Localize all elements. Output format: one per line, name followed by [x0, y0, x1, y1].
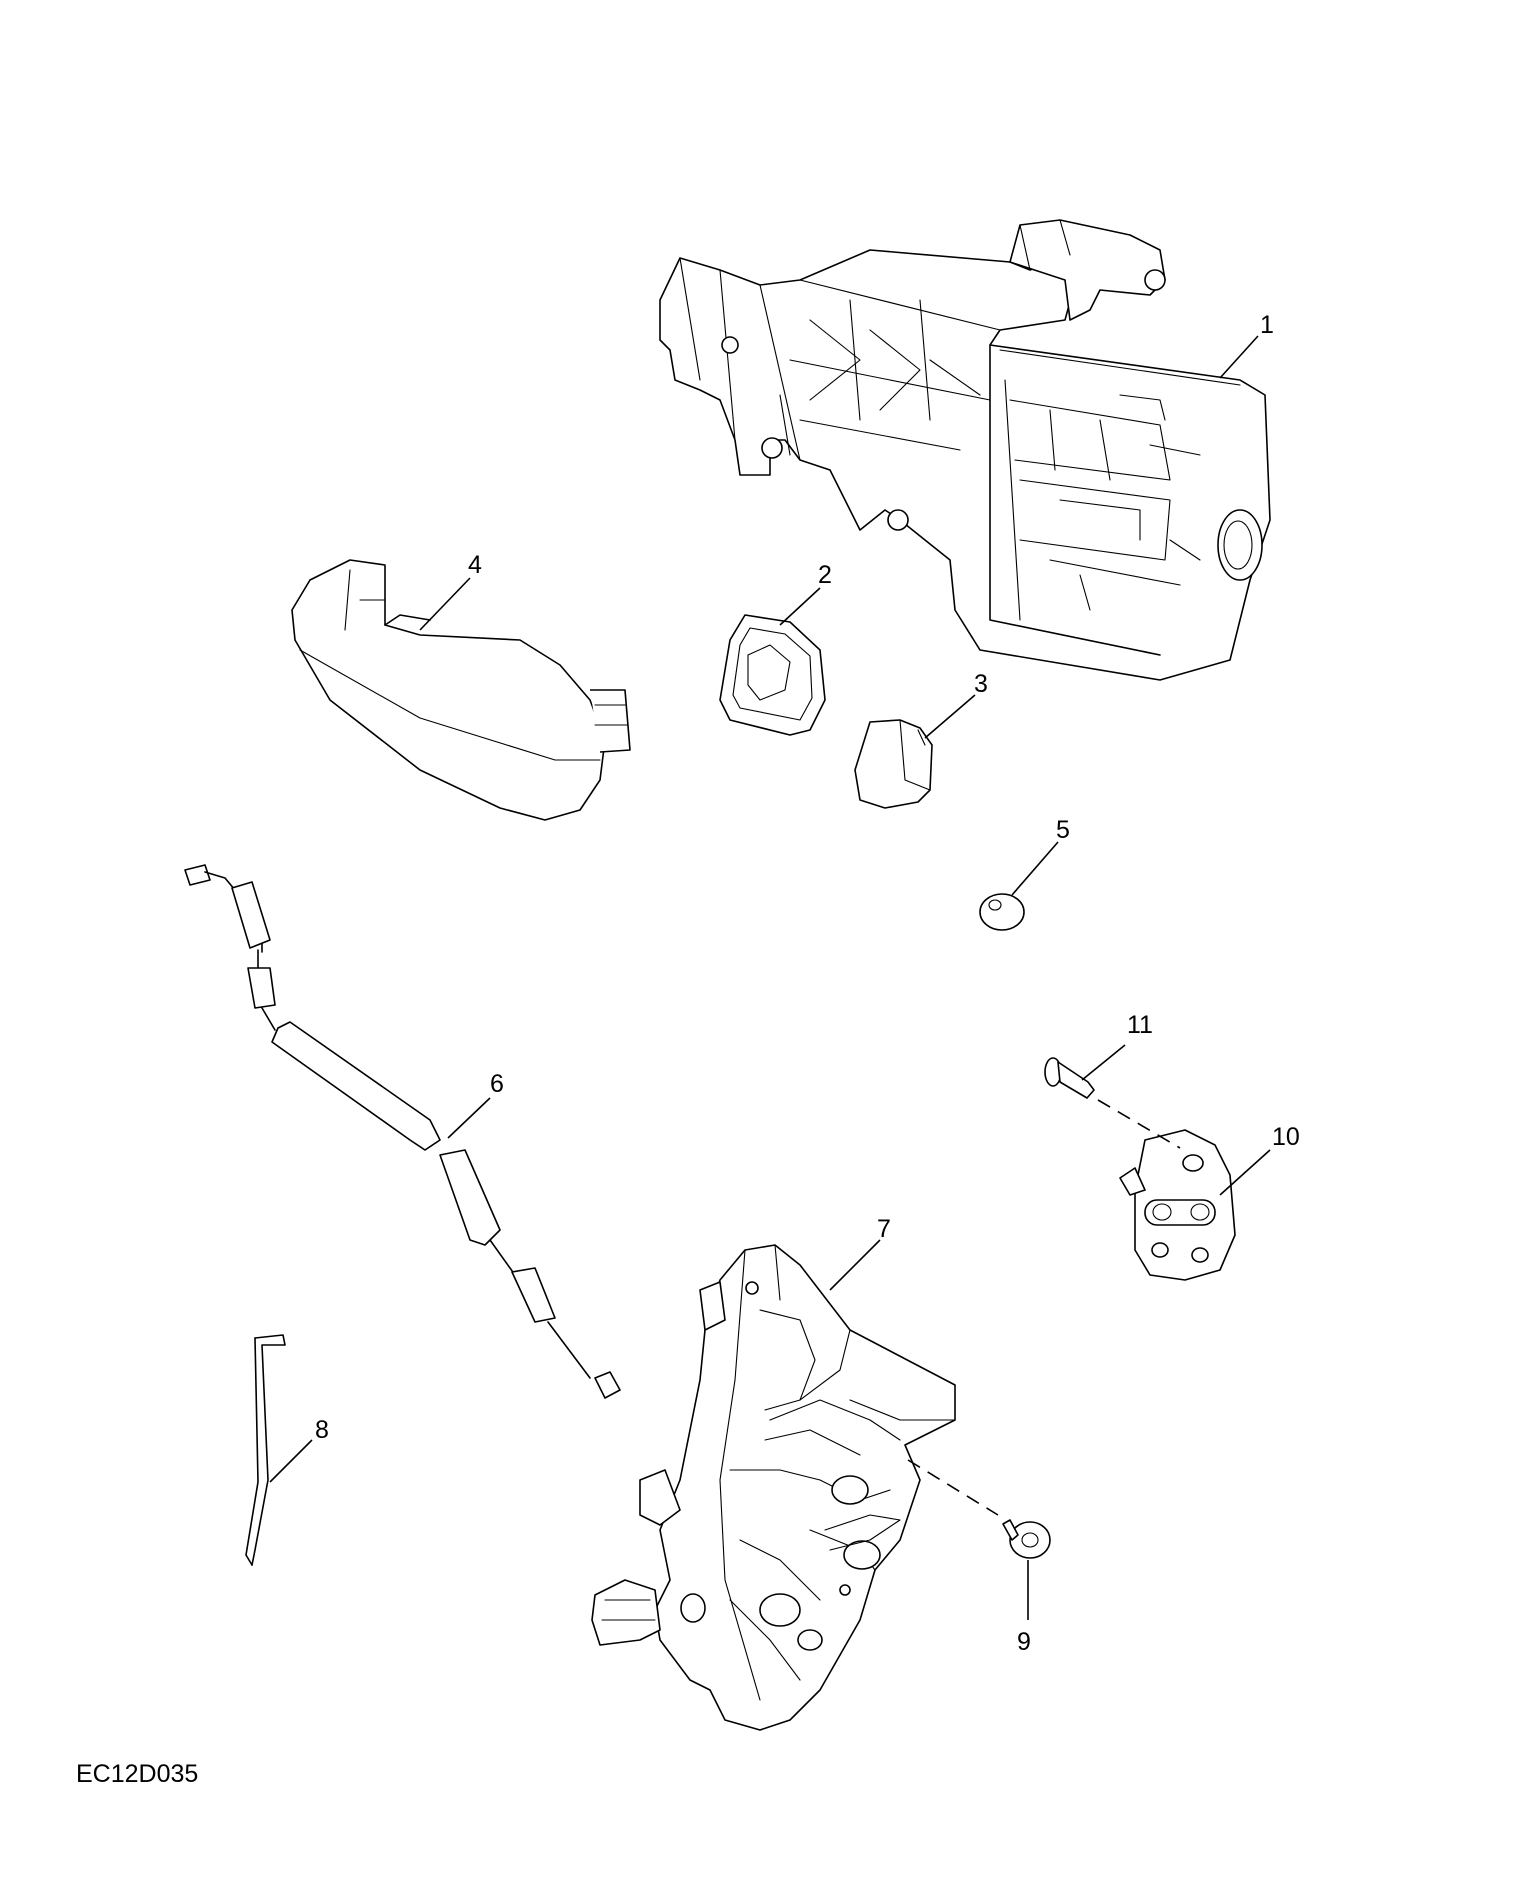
callout-3-label: 3 — [974, 670, 988, 698]
reference-code: EC12D035 — [76, 1760, 199, 1788]
callout-10-label: 10 — [1272, 1123, 1300, 1151]
callout-4: 4 — [419, 551, 482, 631]
callout-11-label: 11 — [1127, 1011, 1153, 1039]
part-11-screw — [1044, 1057, 1095, 1099]
bolt-9-assembly-line — [907, 1459, 999, 1516]
part-7-latch-assembly — [591, 1244, 956, 1731]
part-6-release-cable — [184, 864, 621, 1399]
callout-3: 3 — [924, 670, 988, 739]
callout-10: 10 — [1219, 1123, 1300, 1196]
callout-7-label: 7 — [877, 1215, 891, 1243]
part-5-plug — [979, 893, 1025, 931]
callout-4-label: 4 — [468, 551, 482, 579]
callout-11: 11 — [1081, 1011, 1153, 1081]
part-4-exterior-handle — [291, 559, 631, 821]
callout-6-label: 6 — [490, 1070, 504, 1098]
callout-7: 7 — [829, 1215, 891, 1291]
part-2-gasket — [719, 614, 826, 736]
callout-1: 1 — [1219, 311, 1274, 379]
part-1-handle-carrier — [659, 219, 1271, 681]
part-9-bolt — [1002, 1519, 1051, 1559]
part-3-cap — [854, 719, 933, 809]
callout-2-label: 2 — [818, 561, 832, 589]
callout-5-label: 5 — [1056, 816, 1070, 844]
callout-5: 5 — [1011, 816, 1070, 896]
screw-11-assembly-line — [1097, 1099, 1181, 1149]
callout-9: 9 — [1017, 1560, 1031, 1656]
callout-8: 8 — [269, 1416, 329, 1483]
callout-1-label: 1 — [1260, 311, 1274, 339]
part-10-striker — [1119, 1129, 1236, 1281]
callout-2: 2 — [779, 561, 832, 626]
part-8-lock-rod — [245, 1334, 286, 1566]
callout-8-label: 8 — [315, 1416, 329, 1444]
callout-6: 6 — [447, 1070, 504, 1139]
callout-9-label: 9 — [1017, 1628, 1031, 1656]
